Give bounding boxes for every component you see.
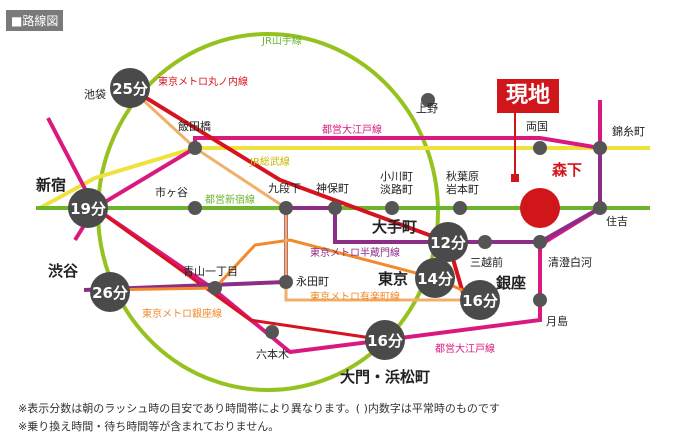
svg-text:14分: 14分 — [417, 270, 453, 288]
label-shinjuku-line: 都営新宿線 — [205, 193, 255, 206]
station-kiyosumi: 清澄白河 — [548, 255, 592, 269]
svg-text:16分: 16分 — [462, 292, 498, 310]
station-daimon: 大門・浜松町 — [340, 368, 430, 386]
station-dot-ryogoku — [533, 141, 547, 155]
station-ichigaya: 市ヶ谷 — [155, 185, 188, 199]
label-sobu: JR総武線 — [249, 155, 290, 168]
site-square — [511, 174, 519, 182]
station-tokyo: 東京 — [378, 270, 408, 288]
line-marunouchi — [128, 86, 467, 301]
station-tsukishima: 月島 — [546, 314, 568, 328]
label-oedo-bottom: 都営大江戸線 — [435, 342, 495, 355]
footnote-1: ※表示分数は朝のラッシュ時の目安であり時間帯により異なります。( )内数字は平常… — [18, 402, 500, 415]
badge-otemachi: 12分 — [428, 222, 468, 262]
station-dot-iidabashi — [188, 141, 202, 155]
station-dot-nagatacho — [279, 275, 293, 289]
map-header: ■路線図 — [6, 10, 64, 31]
station-dot-tsukishima — [533, 293, 547, 307]
badge-ikebukuro: 25分 — [110, 68, 150, 108]
station-dots — [188, 93, 607, 339]
svg-text:25分: 25分 — [112, 80, 148, 98]
station-kudanshita: 九段下 — [268, 181, 301, 195]
station-ueno: 上野 — [416, 102, 438, 115]
svg-text:19分: 19分 — [70, 200, 106, 218]
badge-daimon: 16分 — [365, 320, 405, 360]
svg-text:12分: 12分 — [430, 234, 466, 252]
station-ogawamachi: 小川町淡路町 — [380, 170, 413, 196]
station-dot-jimbocho — [328, 201, 342, 215]
station-kinshicho: 錦糸町 — [612, 124, 645, 138]
station-sumiyoshi: 住吉 — [606, 214, 628, 228]
station-dot-kiyosumi — [533, 235, 547, 249]
badge-ginza: 16分 — [460, 280, 500, 320]
station-dot-mitsukoshimae — [478, 235, 492, 249]
line-marunouchi-south — [94, 206, 386, 342]
svg-text:16分: 16分 — [367, 332, 403, 350]
site-label: 現地 — [497, 79, 559, 113]
label-hanzomon: 東京メトロ半蔵門線 — [310, 246, 400, 259]
station-dot-kudanshita — [279, 201, 293, 215]
station-shinjuku: 新宿 — [36, 176, 66, 194]
station-shibuya: 渋谷 — [48, 262, 79, 280]
station-dot-ichigaya — [188, 201, 202, 215]
svg-text:26分: 26分 — [92, 284, 128, 302]
station-morishita: 森下 — [552, 161, 582, 179]
label-yamanote: JR山手線 — [261, 34, 302, 47]
station-ryogoku: 両国 — [526, 120, 548, 133]
line-sobu — [39, 146, 650, 210]
station-mitsukoshimae: 三越前 — [470, 255, 503, 269]
line-oedo-north — [93, 100, 602, 210]
station-dot-aoyama — [208, 281, 222, 295]
station-dot-kinshicho — [593, 141, 607, 155]
station-ikebukuro: 池袋 — [84, 87, 106, 101]
label-yurakucho: 東京メトロ有楽町線 — [310, 290, 400, 303]
station-dot-akihabara — [453, 201, 467, 215]
morishita-marker — [520, 188, 560, 228]
station-jimbocho: 神保町 — [316, 181, 349, 195]
station-dot-ogawamachi — [385, 201, 399, 215]
station-ginza: 銀座 — [496, 274, 526, 292]
station-aoyama: 青山一丁目 — [183, 265, 238, 278]
badge-shinjuku: 19分 — [68, 188, 108, 228]
station-dot-ueno — [421, 93, 435, 107]
station-dot-roppongi — [265, 325, 279, 339]
badge-shibuya: 26分 — [90, 272, 130, 312]
footnote-2: ※乗り換え時間・待ち時間等が含まれておりません。 — [18, 420, 280, 433]
station-akihabara: 秋葉原岩本町 — [446, 169, 479, 196]
station-roppongi: 六本木 — [256, 347, 289, 361]
label-ginza: 東京メトロ銀座線 — [142, 307, 222, 320]
label-oedo-top: 都営大江戸線 — [322, 123, 382, 136]
label-marunouchi: 東京メトロ丸ノ内線 — [158, 75, 248, 88]
station-otemachi: 大手町 — [372, 218, 417, 236]
badge-tokyo: 14分 — [415, 258, 455, 298]
station-nagatacho: 永田町 — [296, 274, 329, 288]
station-dot-sumiyoshi — [593, 201, 607, 215]
station-iidabashi: 飯田橋 — [178, 119, 211, 133]
